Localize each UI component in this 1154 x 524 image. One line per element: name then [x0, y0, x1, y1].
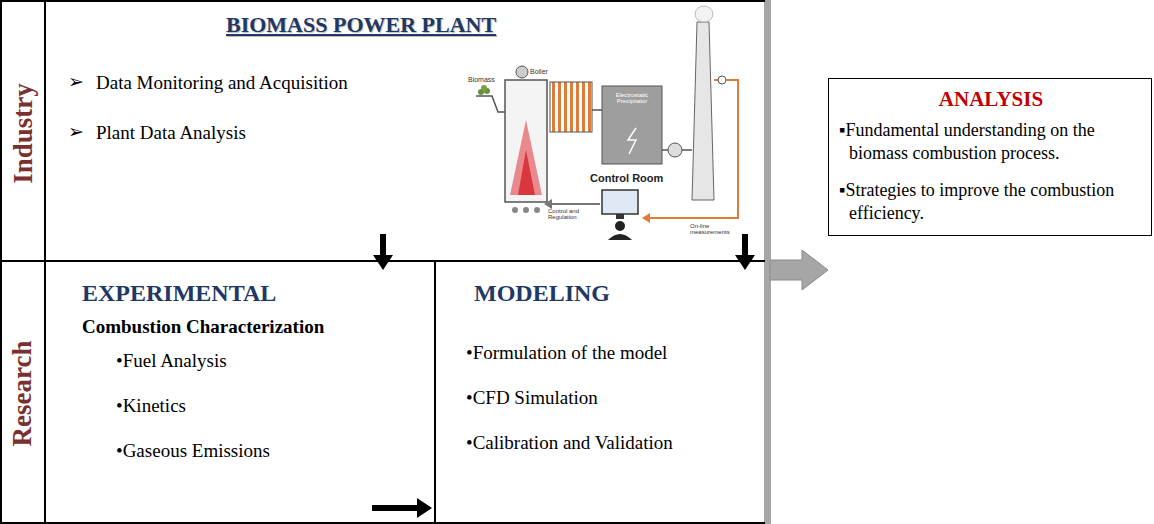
heat-exchanger — [550, 82, 602, 132]
control-room — [544, 190, 638, 240]
bullet-item: •CFD Simulation — [466, 387, 598, 409]
part-label: Control and Regulation — [548, 208, 594, 220]
flow-arrow — [735, 234, 755, 270]
part-label: Electrostatic Precipitator — [606, 92, 658, 104]
part-label: Control Room — [590, 172, 663, 184]
biomass-feed — [476, 85, 506, 112]
bullet-item: ▪Fundamental understanding on the biomas… — [839, 119, 1145, 164]
part-label: On-line measurements — [690, 223, 736, 235]
panel-title: BIOMASS POWER PLANT — [226, 12, 496, 38]
modeling-panel: MODELING •Formulation of the model •CFD Si… — [434, 262, 767, 524]
research-band: Research EXPERIMENTAL Combustion Character… — [0, 262, 765, 524]
panel-title: MODELING — [474, 280, 610, 307]
bullet-symbol: ➢ — [68, 120, 84, 143]
subheading: Combustion Characterization — [82, 316, 324, 338]
flow-arrow — [373, 234, 393, 270]
bullet-item: •Fuel Analysis — [116, 350, 227, 372]
industry-band: Industry BIOMASS POWER PLANT Data Monitori… — [0, 0, 765, 262]
block-arrow — [770, 250, 828, 290]
chimney — [692, 6, 714, 200]
experimental-panel: EXPERIMENTAL Combustion Characterization •… — [44, 262, 434, 524]
band-label: Research — [8, 340, 39, 446]
analysis-box: ANALYSIS ▪Fundamental understanding on th… — [828, 78, 1152, 236]
bullet-item: ▪Strategies to improve the combustion ef… — [839, 179, 1145, 224]
electrostatic-precipitator — [602, 86, 692, 164]
bullet-item: Data Monitoring and Acquisition — [96, 72, 348, 94]
bullet-item: •Formulation of the model — [466, 342, 667, 364]
bullet-symbol: ➢ — [68, 70, 84, 93]
measurement-line — [642, 76, 738, 223]
box-title: ANALYSIS — [837, 87, 1145, 112]
industry-panel: BIOMASS POWER PLANT Data Monitoring and A… — [44, 2, 767, 264]
part-label: Biomass — [468, 76, 495, 83]
panel-title: EXPERIMENTAL — [82, 280, 276, 307]
bullet-item: •Calibration and Validation — [466, 432, 673, 454]
bullet-item: •Gaseous Emissions — [116, 440, 270, 462]
boiler — [505, 66, 547, 213]
part-label: Boiler — [530, 68, 548, 75]
flow-arrow — [372, 498, 432, 518]
bullet-item: •Kinetics — [116, 395, 186, 417]
bullet-item: Plant Data Analysis — [96, 122, 246, 144]
band-label: Industry — [8, 83, 39, 184]
